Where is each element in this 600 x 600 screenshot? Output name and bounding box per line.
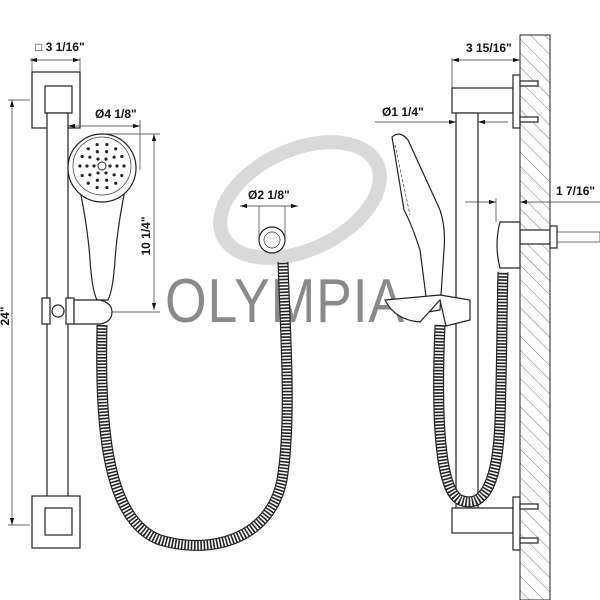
dim-bar-diameter: Ø1 1/4" [382,105,424,119]
nozzle [105,185,109,190]
dim-head-diameter: Ø4 1/8" [95,107,137,121]
nozzle [80,154,84,159]
nozzle [95,178,99,182]
nozzle [88,155,92,159]
hose-side [434,271,508,507]
handshower-handle-front [79,189,126,301]
handshower-side [391,133,446,313]
nozzle [112,155,116,159]
nozzle [120,154,124,159]
side-dimensions: 3 15/16" Ø1 1/4" 1 7/16" [375,41,600,222]
nozzle [95,142,99,147]
nozzle [115,164,119,168]
bottom-bracket-side [451,507,514,534]
nozzle [104,157,108,161]
wall-connector-front [258,226,286,254]
nozzle [114,181,118,185]
nozzle [114,147,118,151]
nozzle [96,171,100,175]
top-bracket-side [451,87,514,114]
nozzle [122,164,126,168]
nozzle [105,150,109,154]
nozzle [92,164,96,168]
dim-handshower-length: 10 1/4" [139,216,153,255]
nozzle [86,147,90,151]
nozzle [108,164,112,168]
hose-front [97,261,292,550]
dim-bracket-projection: 3 15/16" [466,41,512,55]
nozzle [96,157,100,161]
holder-front [73,299,113,325]
nozzle [78,164,82,168]
center-nozzle [97,161,107,171]
nozzle [88,173,92,177]
nozzle [95,185,99,190]
nozzle [85,164,89,168]
nozzle [104,171,108,175]
nozzle [112,173,116,177]
wall-connector-side [496,221,521,269]
nozzle [95,150,99,154]
dim-bar-length: 24" [0,306,12,325]
dim-connector-diameter: Ø2 1/8" [248,188,290,202]
nozzle [86,181,90,185]
nozzle [80,173,84,178]
front-dimensions: 24" □ 3 1/16" Ø4 1/8" 10 1/4" Ø2 1/8" [0,40,298,526]
front-view [31,71,293,551]
holder-side [384,294,471,327]
dim-bracket-square: □ 3 1/16" [35,40,85,54]
nozzle [105,142,109,147]
nozzle [105,178,109,182]
nozzle [120,173,124,178]
dim-connector-projection: 1 7/16" [556,184,595,198]
side-view [384,34,600,600]
